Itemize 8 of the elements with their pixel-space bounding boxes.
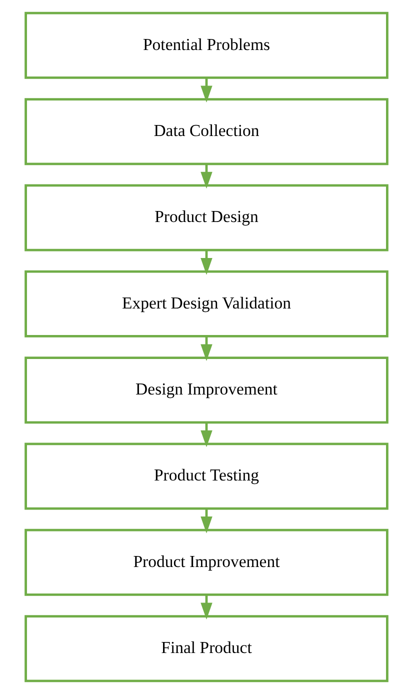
node-box: Design Improvement	[24, 356, 388, 424]
node-box: Potential Problems	[24, 12, 388, 79]
node-box: Data Collection	[24, 98, 388, 166]
node-box: Product Design	[24, 184, 388, 252]
node-box: Final Product	[24, 615, 388, 682]
node-box: Expert Design Validation	[24, 270, 388, 338]
node-box: Product Testing	[24, 442, 388, 510]
node-box: Product Improvement	[24, 528, 388, 596]
